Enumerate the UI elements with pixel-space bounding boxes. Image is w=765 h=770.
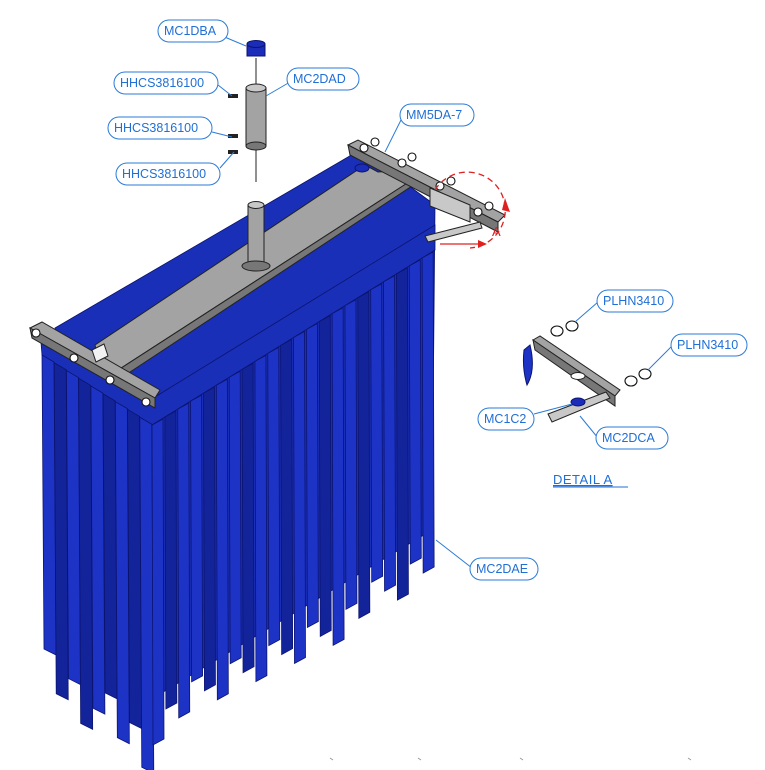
callout-plhn-top: PLHN3410 [603, 294, 664, 308]
detail-rod [547, 391, 611, 423]
curtain-strip [90, 385, 106, 715]
center-post-base [241, 260, 271, 272]
curtain-strip [228, 370, 242, 665]
curtain-strip [41, 354, 57, 656]
detail-curtain-edge [522, 344, 533, 387]
detail-hole [570, 372, 586, 380]
detail-a-marker: A [434, 171, 510, 249]
curtain-strip [102, 393, 118, 700]
callout-hhcs-mid: HHCS3816100 [114, 121, 198, 135]
curtain-strip [203, 386, 216, 692]
left-crossbar-side [29, 327, 156, 409]
callout-mc1dba: MC1DBA [164, 24, 217, 38]
page-marks [329, 757, 692, 761]
curtain-strip [357, 291, 371, 619]
curtain-strip [190, 394, 203, 683]
curtain-strip [370, 283, 384, 583]
view-letter-a: A [492, 224, 501, 239]
curtain-strip [280, 338, 294, 656]
curtain-strip [215, 378, 229, 701]
center-post [247, 204, 265, 266]
frame-assembly [28, 137, 506, 409]
detail-nuts [550, 320, 652, 387]
detail-title: DETAIL A [553, 472, 613, 487]
curtain-strip [408, 259, 422, 565]
detail-a-view: DETAIL A [522, 320, 652, 488]
strip-clip [91, 343, 109, 363]
curtain-strip [267, 346, 281, 647]
exploded-parts [228, 40, 267, 182]
callout-mm5da7: MM5DA-7 [406, 108, 462, 122]
callouts: MC1DBA HHCS3816100 MC2DAD HHCS3816100 HH… [107, 19, 748, 581]
detail-bushing [570, 397, 586, 407]
exploded-bolts [228, 94, 238, 154]
curtain-strip [318, 314, 332, 638]
callout-plhn-right: PLHN3410 [677, 338, 738, 352]
curtain-strip [344, 299, 358, 610]
curtain-strip [53, 362, 69, 701]
curtain-strips [41, 251, 435, 770]
curtain-strip [305, 322, 319, 629]
guide-rod [424, 221, 483, 243]
curtain-strip [78, 377, 94, 730]
curtain-strip [421, 251, 435, 574]
curtain-strip [114, 400, 130, 745]
curtain-strip [293, 330, 306, 665]
center-post-top [247, 201, 265, 209]
callout-mc2dad: MC2DAD [293, 72, 346, 86]
curtain-strip [151, 418, 165, 746]
callout-mc1c2: MC1C2 [484, 412, 526, 426]
sleeve-tube [245, 87, 267, 147]
bracket-bushing [354, 163, 370, 173]
curtain-assembly [39, 149, 436, 770]
curtain-strip [177, 402, 191, 719]
curtain-strip [164, 410, 178, 710]
callout-hhcs-bot: HHCS3816100 [122, 167, 206, 181]
curtain-strip [127, 408, 142, 730]
detail-bracket [532, 335, 621, 397]
callout-hhcs-top: HHCS3816100 [120, 76, 204, 90]
bracket-plate [429, 187, 471, 223]
curtain-strip [66, 369, 81, 686]
callout-mc2dca: MC2DCA [602, 431, 655, 445]
frame-nuts [31, 137, 494, 407]
curtain-strip [254, 354, 268, 683]
curtain-strip [396, 267, 409, 601]
curtain-strip [241, 362, 255, 674]
callout-mc2dae: MC2DAE [476, 562, 528, 576]
curtain-strip [331, 306, 345, 647]
curtain-strip [139, 416, 155, 770]
curtain-strip [383, 275, 396, 592]
